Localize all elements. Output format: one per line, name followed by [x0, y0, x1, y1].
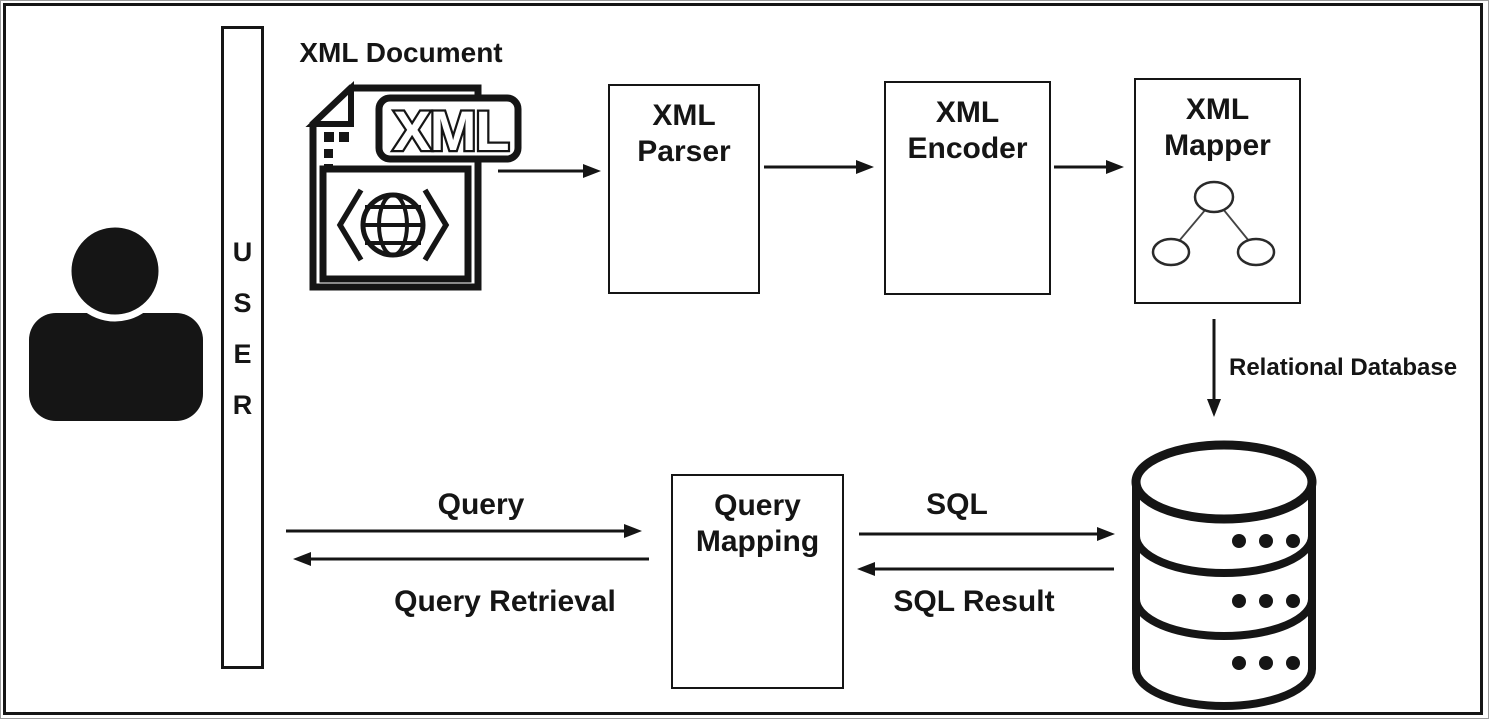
node-label-line: XML: [1185, 93, 1250, 126]
user-bar-letter: R: [232, 389, 253, 420]
relational-database-label: Relational Database: [1229, 354, 1458, 381]
node-xml-parser: XML Parser: [608, 84, 760, 294]
node-label-line: XML: [935, 96, 1000, 129]
node-query-mapping: Query Mapping: [671, 474, 844, 689]
user-bar: U S E R: [221, 26, 264, 669]
user-bar-letter: U: [232, 236, 253, 267]
query-retrieval-flow-label: Query Retrieval: [394, 585, 616, 618]
node-label-line: XML: [652, 99, 716, 132]
node-xml-encoder: XML Encoder: [884, 81, 1051, 295]
sql-flow-label: SQL: [926, 488, 988, 521]
user-bar-letter: E: [233, 338, 252, 369]
query-flow-label: Query: [437, 488, 525, 521]
xml-document-title: XML Document: [299, 37, 503, 68]
node-label-line: Mapping: [695, 525, 820, 558]
node-label-line: Mapper: [1164, 129, 1271, 162]
node-label-line: Query: [714, 489, 801, 522]
user-bar-letter: S: [233, 287, 252, 318]
sql-result-flow-label: SQL Result: [893, 585, 1055, 618]
node-label-line: Parser: [637, 135, 731, 168]
node-label-line: Encoder: [907, 132, 1028, 165]
outer-border: [3, 3, 1483, 715]
node-xml-mapper: XML Mapper: [1134, 78, 1301, 304]
